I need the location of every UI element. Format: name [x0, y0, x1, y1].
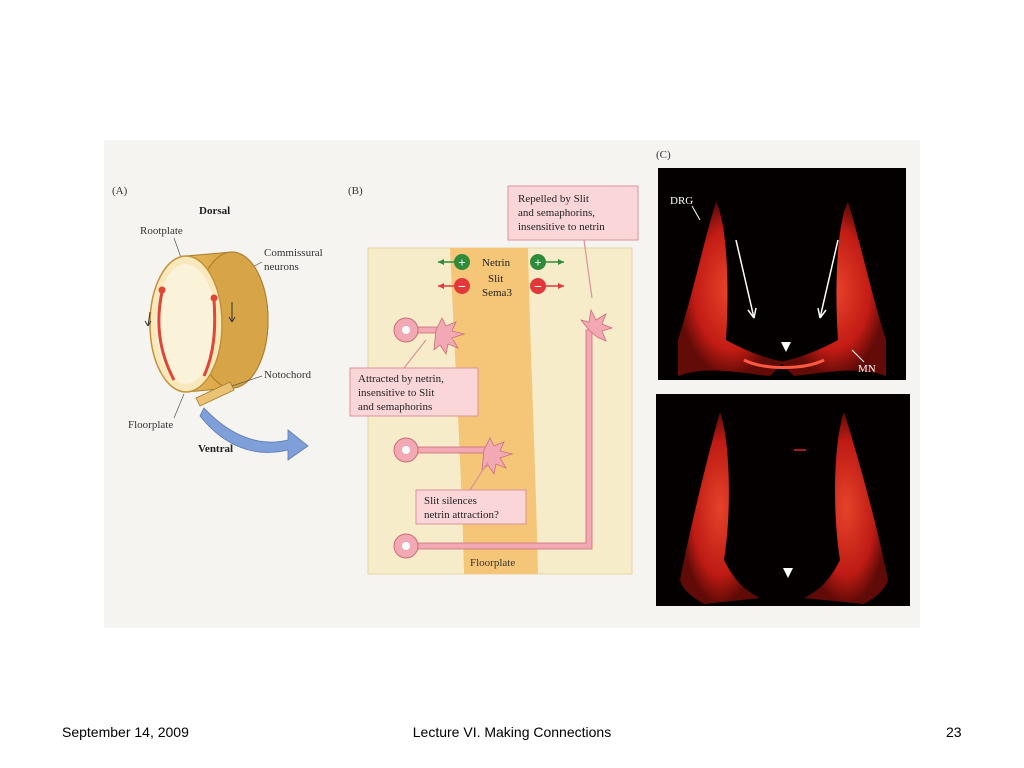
dorsal-label: Dorsal [199, 205, 230, 217]
minus-sign-right: − [534, 280, 542, 295]
panel-c-label: (C) [656, 149, 671, 161]
attracted-line3: and semaphorins [358, 401, 432, 413]
panel-b-label: (B) [348, 185, 363, 197]
repelled-line2: and semaphorins, [518, 207, 595, 219]
plus-sign-left: + [458, 255, 465, 270]
floorplate-label-a: Floorplate [128, 419, 173, 431]
plus-sign-right: + [534, 255, 541, 270]
drg-label: DRG [670, 195, 693, 207]
footer-page-number: 23 [946, 724, 962, 740]
figure: (A) Dorsal Rootplate Commissural neurons… [104, 140, 920, 628]
commissural-label-line2: neurons [264, 261, 299, 273]
panel-b: (B) Floorplate Repelled by Slit and sema… [348, 185, 638, 574]
ventral-label: Ventral [198, 443, 233, 455]
panel-a-label: (A) [112, 185, 128, 197]
attracted-line1: Attracted by netrin, [358, 373, 444, 385]
minus-sign-left: − [458, 280, 466, 295]
micrograph-bottom [656, 394, 910, 606]
silences-line1: Slit silences [424, 495, 477, 507]
floorplate-label-b: Floorplate [470, 557, 515, 569]
notochord-label: Notochord [264, 369, 312, 381]
repelled-line1: Repelled by Slit [518, 193, 589, 205]
panel-c: (C) DRG MN [656, 149, 910, 606]
netrin-label: Netrin [482, 257, 511, 269]
repelled-line3: insensitive to netrin [518, 221, 605, 233]
neural-tube-drawing [145, 252, 268, 392]
footer-title: Lecture VI. Making Connections [0, 724, 1024, 740]
slit-label: Slit [488, 273, 503, 285]
silences-line2: netrin attraction? [424, 509, 499, 521]
rootplate-label: Rootplate [140, 225, 183, 237]
sema3-label: Sema3 [482, 287, 512, 299]
commissural-label-line1: Commissural [264, 247, 323, 259]
micrograph-top: DRG MN [658, 168, 906, 380]
mn-label: MN [858, 363, 876, 375]
figure-svg: (A) Dorsal Rootplate Commissural neurons… [104, 140, 920, 628]
panel-a: (A) Dorsal Rootplate Commissural neurons… [112, 185, 323, 460]
attracted-line2: insensitive to Slit [358, 387, 434, 399]
